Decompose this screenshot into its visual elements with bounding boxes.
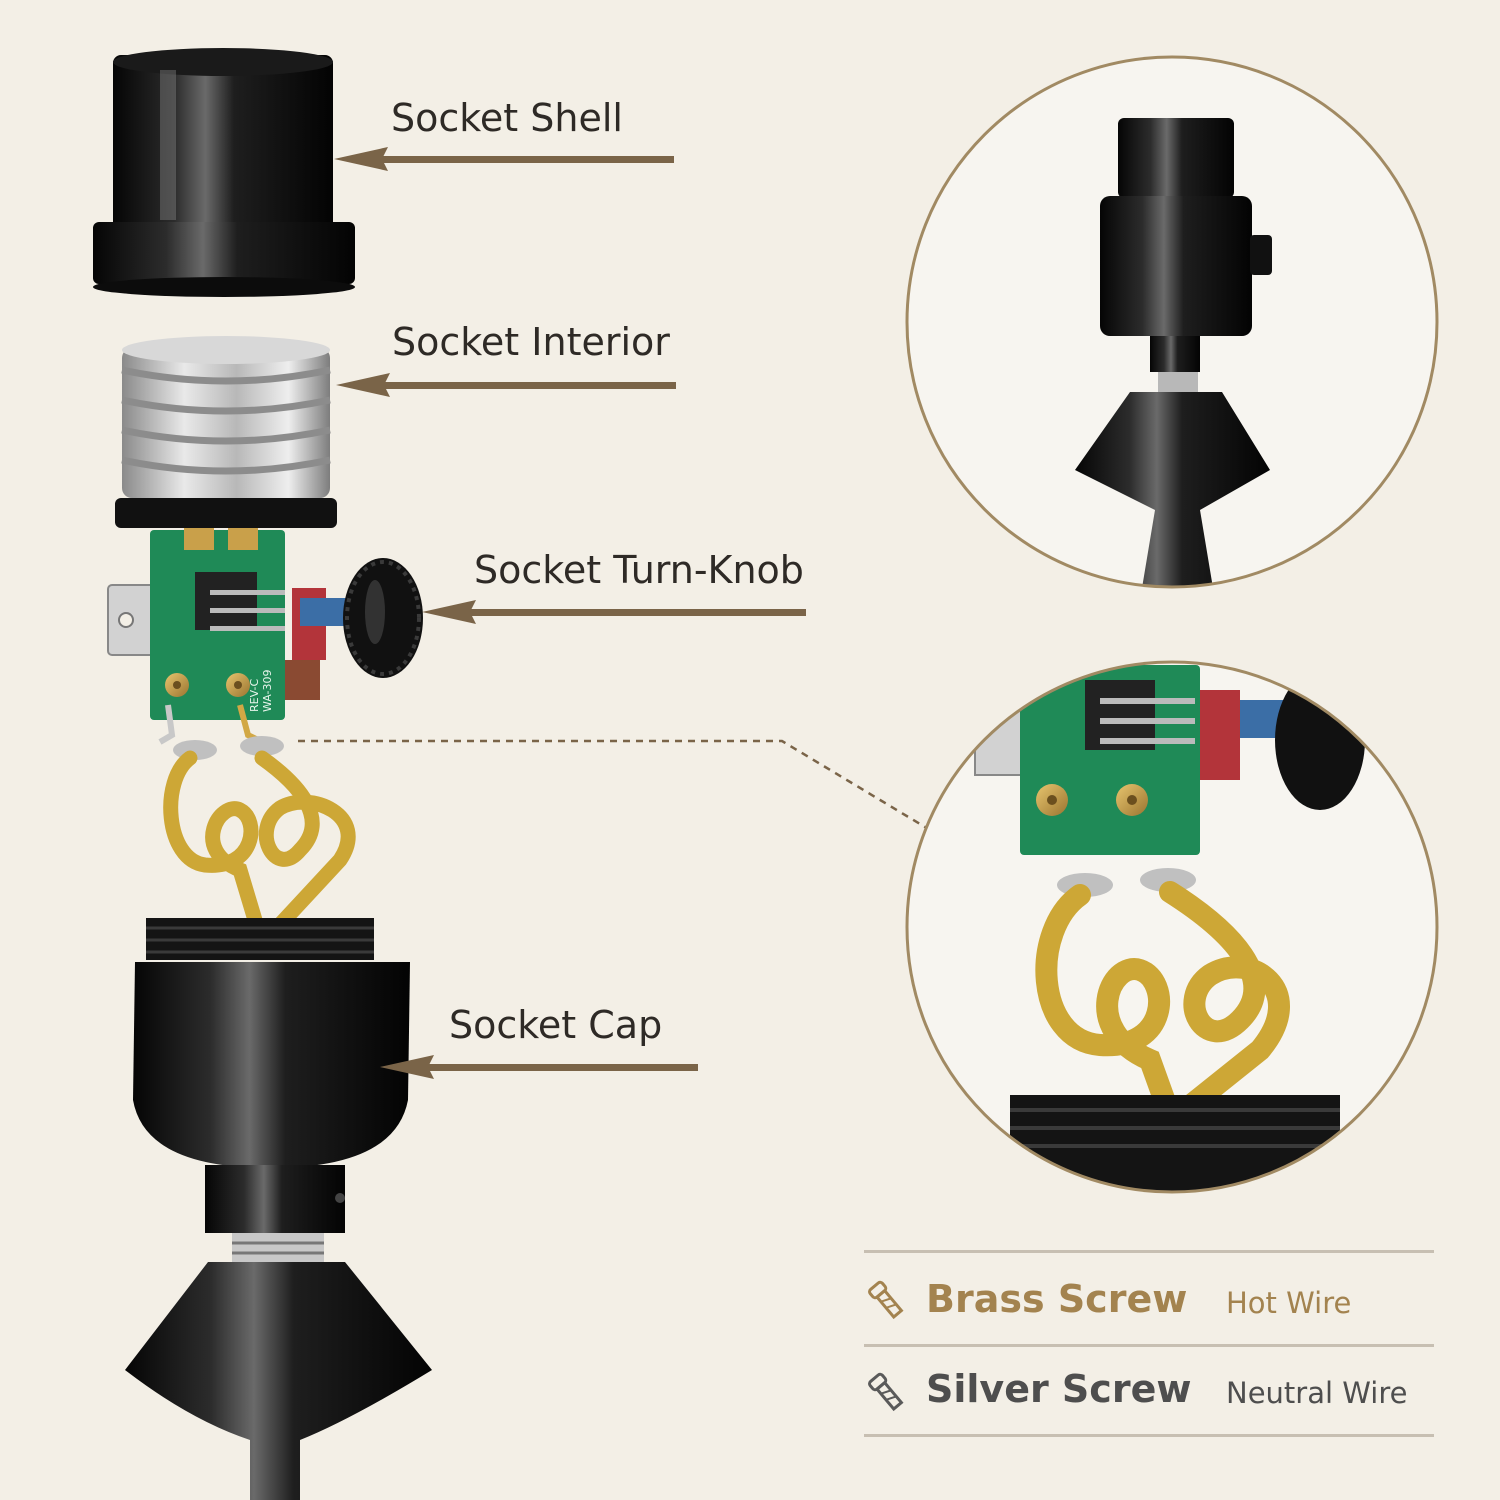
lamp-base-part: [125, 1233, 432, 1500]
board-marking-model: WA-309: [261, 669, 274, 712]
legend-neutral-wire: Neutral Wire: [1226, 1376, 1408, 1410]
arrow-socket-interior: [336, 373, 676, 397]
label-socket-interior: Socket Interior: [392, 320, 670, 364]
assembled-socket-detail: [905, 55, 1439, 589]
wire-loop: [163, 750, 356, 938]
legend-silver-screw-title: Silver Screw: [926, 1367, 1192, 1411]
board-marking-rev: REV-C: [248, 679, 261, 712]
socket-shell-part: [93, 48, 355, 297]
switch-mechanism: REV-C WA-309: [107, 528, 352, 760]
legend-brass-screw-title: Brass Screw: [926, 1277, 1188, 1321]
legend-hot-wire: Hot Wire: [1226, 1286, 1352, 1320]
legend-dividers: [864, 1250, 1434, 1437]
turn-knob-part: [343, 558, 423, 678]
brass-screw-icon: [868, 1280, 904, 1320]
arrow-socket-shell: [334, 147, 674, 171]
label-socket-shell: Socket Shell: [391, 96, 623, 140]
socket-interior-part: [115, 336, 337, 528]
socket-cap-part: [133, 918, 410, 1233]
silver-screw-icon: [868, 1372, 904, 1412]
label-socket-turn-knob: Socket Turn-Knob: [474, 548, 804, 592]
arrow-socket-turn-knob: [422, 600, 806, 624]
wiring-closeup-detail: [905, 660, 1439, 1194]
arrow-socket-cap: [380, 1055, 698, 1079]
dashed-connector: [298, 739, 931, 832]
label-socket-cap: Socket Cap: [449, 1003, 663, 1047]
callout-arrows: [334, 147, 806, 1079]
